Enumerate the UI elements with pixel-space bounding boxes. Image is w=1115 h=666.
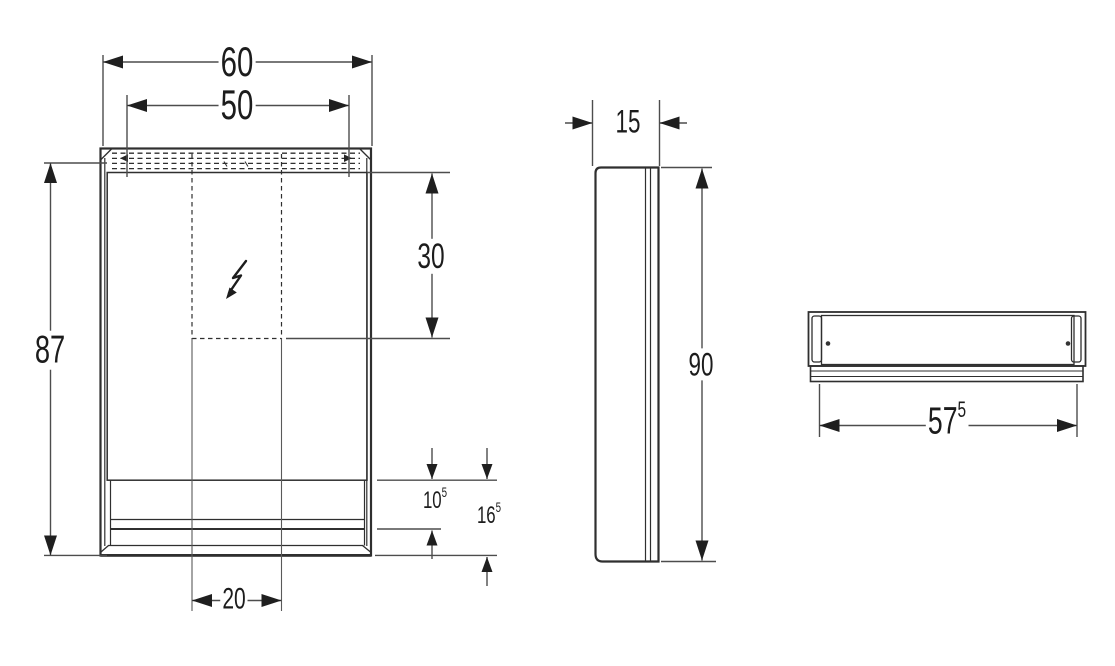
dim-bottom-inset-label: 105: [420, 485, 450, 513]
screw-dot-left: [825, 341, 831, 346]
side-view-dimensions: [565, 100, 716, 563]
bottom-view: [807, 311, 1087, 383]
side-view: [594, 166, 660, 563]
dim-side-depth-label: 15: [613, 105, 643, 138]
dim-bottom-total-label: 165: [474, 500, 504, 528]
light-strip-right-clip: [344, 154, 352, 162]
dim-electric-zone-width-label: 20: [220, 584, 248, 615]
dim-light-length-label: 575: [925, 399, 969, 441]
electrical-zone: [191, 154, 283, 340]
dim-electric-zone-height-label: 30: [415, 239, 447, 274]
dim-front-width-label: 60: [218, 41, 256, 84]
light-strip-left-clip: [120, 154, 128, 162]
dim-light-width-label: 50: [218, 84, 256, 127]
dim-side-height-label: 90: [686, 348, 716, 381]
front-view-dimensions: [44, 55, 497, 607]
dim-front-height-label: 87: [32, 330, 68, 370]
bottom-light-strip: [809, 365, 1084, 383]
mirror-door: [106, 171, 368, 481]
front-view: [99, 147, 373, 611]
screw-dot-right: [1065, 341, 1071, 346]
top-light-strip: [112, 152, 360, 170]
lightning-bolt-icon: [226, 259, 248, 299]
